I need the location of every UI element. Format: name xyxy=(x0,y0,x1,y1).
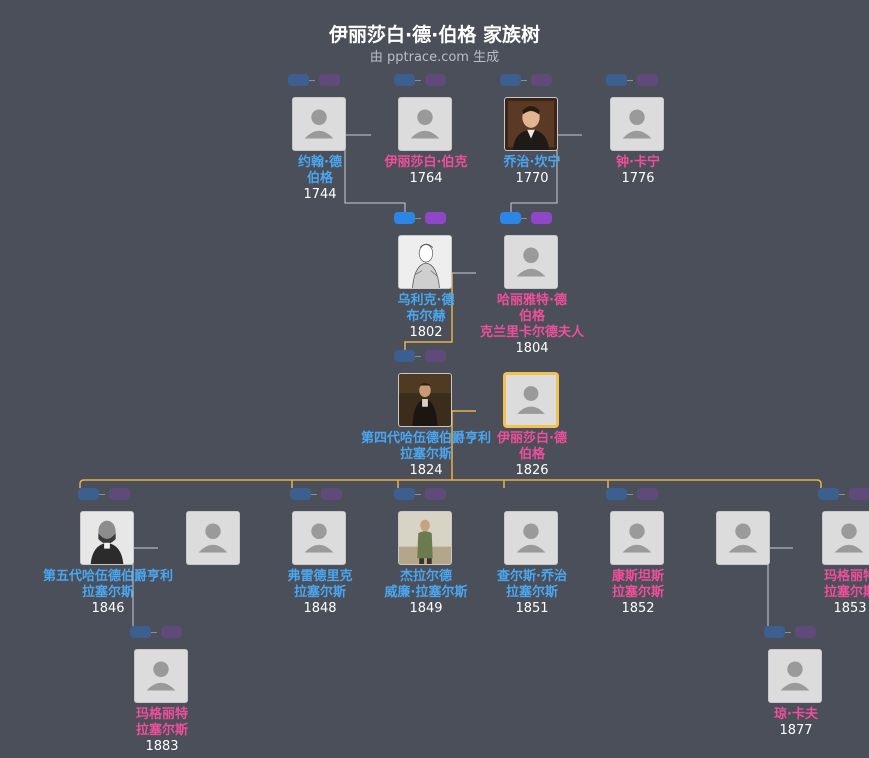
person-name[interactable]: 乌利克·德布尔赫 xyxy=(397,293,455,324)
birth-year: 1848 xyxy=(303,601,337,616)
expand-father-button[interactable] xyxy=(606,74,627,86)
person-portrait[interactable] xyxy=(398,235,452,289)
person-portrait[interactable] xyxy=(80,511,134,565)
person-placeholder-icon[interactable] xyxy=(186,511,240,565)
person-name[interactable]: 康斯坦斯拉塞尔斯 xyxy=(611,569,664,600)
birth-year: 1853 xyxy=(833,601,867,616)
expand-mother-button[interactable] xyxy=(425,350,446,362)
person-name[interactable]: 伊丽莎白·德伯格 xyxy=(497,431,567,462)
person-name[interactable]: 哈丽雅特·德伯格克兰里卡尔德夫人 xyxy=(479,293,584,340)
birth-year: 1776 xyxy=(621,171,655,186)
birth-year: 1883 xyxy=(145,739,179,754)
person-placeholder-icon[interactable] xyxy=(822,511,869,565)
expand-father-button[interactable] xyxy=(130,626,151,638)
birth-year: 1824 xyxy=(409,463,443,478)
person-name[interactable]: 查尔斯·乔治拉塞尔斯 xyxy=(497,569,567,600)
expand-mother-button[interactable] xyxy=(161,626,182,638)
expand-mother-button[interactable] xyxy=(109,488,130,500)
expand-mother-button[interactable] xyxy=(795,626,816,638)
person-placeholder-icon[interactable] xyxy=(504,235,558,289)
birth-year: 1826 xyxy=(515,463,549,478)
page-subtitle: 由 pptrace.com 生成 xyxy=(369,50,500,65)
page-title: 伊丽莎白·德·伯格 家族树 xyxy=(328,24,541,46)
birth-year: 1852 xyxy=(621,601,655,616)
person-portrait[interactable] xyxy=(398,511,452,565)
person-placeholder-icon[interactable] xyxy=(292,511,346,565)
person-name[interactable]: 钟·卡宁 xyxy=(616,155,660,170)
person-portrait[interactable] xyxy=(504,97,558,151)
expand-mother-button[interactable] xyxy=(849,488,869,500)
person-placeholder-icon[interactable] xyxy=(504,511,558,565)
birth-year: 1804 xyxy=(515,341,549,356)
expand-father-button[interactable] xyxy=(288,74,309,86)
expand-mother-button[interactable] xyxy=(425,488,446,500)
expand-father-button[interactable] xyxy=(394,488,415,500)
person-portrait[interactable] xyxy=(398,373,452,427)
person-placeholder-icon[interactable] xyxy=(398,97,452,151)
person-placeholder-icon[interactable] xyxy=(610,511,664,565)
expand-father-button[interactable] xyxy=(394,74,415,86)
person-placeholder-icon[interactable] xyxy=(134,649,188,703)
expand-mother-button[interactable] xyxy=(531,74,552,86)
birth-year: 1802 xyxy=(409,325,443,340)
person-name[interactable]: 约翰·德伯格 xyxy=(298,155,342,186)
expand-mother-button[interactable] xyxy=(425,212,446,224)
expand-father-button[interactable] xyxy=(78,488,99,500)
person-placeholder-icon[interactable] xyxy=(610,97,664,151)
expand-father-button[interactable] xyxy=(818,488,839,500)
person-name[interactable]: 第五代哈伍德伯爵亨利拉塞尔斯 xyxy=(42,569,173,600)
expand-mother-button[interactable] xyxy=(637,488,658,500)
person-placeholder-icon[interactable] xyxy=(768,649,822,703)
expand-mother-button[interactable] xyxy=(321,488,342,500)
birth-year: 1877 xyxy=(779,723,813,738)
expand-mother-button[interactable] xyxy=(319,74,340,86)
person-placeholder-icon[interactable] xyxy=(292,97,346,151)
birth-year: 1851 xyxy=(515,601,549,616)
person-name[interactable]: 琼·卡夫 xyxy=(774,707,818,722)
person-name[interactable]: 第四代哈伍德伯爵亨利拉塞尔斯 xyxy=(360,431,491,462)
person-placeholder-icon[interactable] xyxy=(504,373,558,427)
person-placeholder-icon[interactable] xyxy=(716,511,770,565)
expand-mother-button[interactable] xyxy=(531,212,552,224)
expand-mother-button[interactable] xyxy=(637,74,658,86)
expand-father-button[interactable] xyxy=(394,350,415,362)
expand-father-button[interactable] xyxy=(606,488,627,500)
expand-father-button[interactable] xyxy=(500,212,521,224)
expand-father-button[interactable] xyxy=(394,212,415,224)
person-name[interactable]: 乔治·坎宁 xyxy=(503,155,561,170)
birth-year: 1846 xyxy=(91,601,125,616)
expand-mother-button[interactable] xyxy=(425,74,446,86)
birth-year: 1764 xyxy=(409,171,443,186)
expand-father-button[interactable] xyxy=(764,626,785,638)
person-name[interactable]: 伊丽莎白·伯克 xyxy=(384,155,468,170)
birth-year: 1849 xyxy=(409,601,443,616)
expand-father-button[interactable] xyxy=(500,74,521,86)
birth-year: 1744 xyxy=(303,187,337,202)
expand-father-button[interactable] xyxy=(290,488,311,500)
birth-year: 1770 xyxy=(515,171,549,186)
person-name[interactable]: 玛格丽特拉塞尔斯 xyxy=(135,707,188,738)
person-name[interactable]: 杰拉尔德威廉·拉塞尔斯 xyxy=(384,569,468,600)
person-name[interactable]: 弗雷德里克拉塞尔斯 xyxy=(287,569,353,600)
